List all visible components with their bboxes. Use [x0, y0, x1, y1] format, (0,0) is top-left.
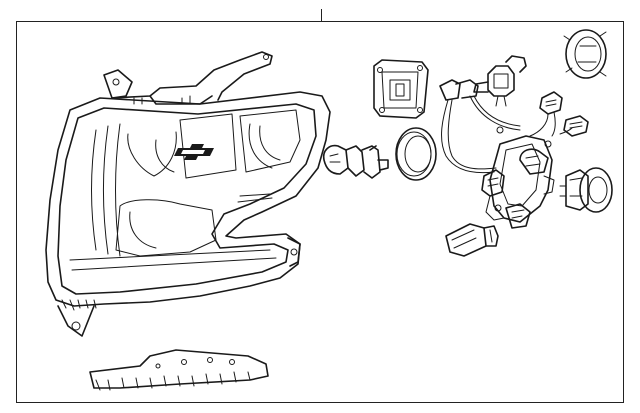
bulb-socket-icon[interactable]	[496, 126, 552, 148]
wiring-harness-icon[interactable]	[439, 79, 521, 174]
connector-icon[interactable]	[529, 91, 589, 137]
module-housing-icon[interactable]	[373, 59, 429, 119]
wedge-bulb-icon[interactable]	[445, 223, 499, 257]
side-socket-icon[interactable]	[559, 167, 613, 213]
lamp-socket-assembly-icon[interactable]	[481, 135, 555, 229]
lower-bracket-icon[interactable]	[89, 349, 269, 391]
callout-leader-line	[321, 9, 322, 21]
halogen-bulb-icon[interactable]	[322, 144, 389, 179]
headlamp-assembly-icon[interactable]	[45, 51, 331, 337]
hid-bulb-icon[interactable]	[473, 55, 527, 107]
seal-ring-icon[interactable]	[395, 127, 437, 181]
dust-cap-icon[interactable]	[563, 29, 607, 79]
